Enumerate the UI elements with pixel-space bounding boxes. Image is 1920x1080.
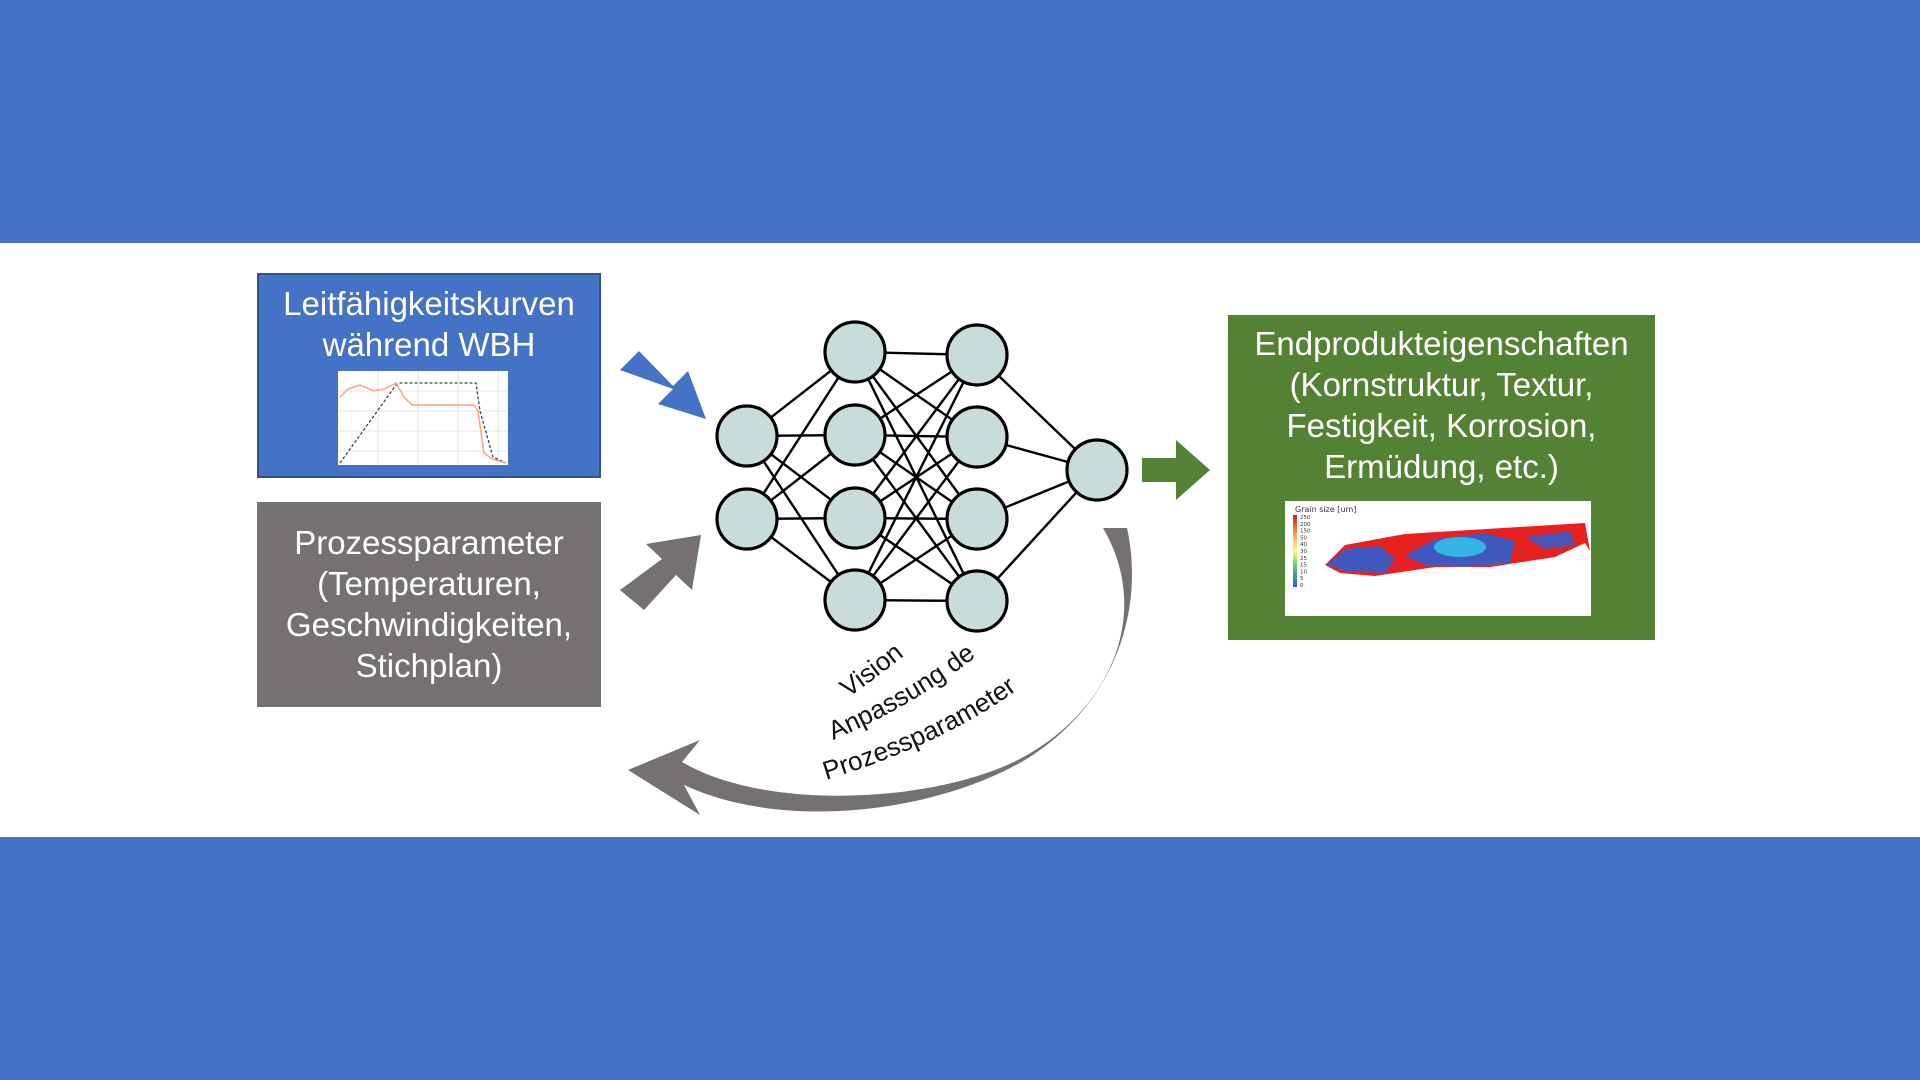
color-scale-tick: 50 — [1300, 535, 1307, 541]
network-edge — [854, 436, 978, 601]
color-scale-tick: 40 — [1300, 542, 1307, 548]
feedback-curved-arrow — [628, 528, 1132, 815]
grain-speckles — [1353, 539, 1565, 569]
network-node — [823, 486, 887, 550]
bottom-band — [0, 837, 1920, 1080]
network-node — [715, 487, 779, 551]
green-output-arrow — [1142, 440, 1210, 500]
box-line: Ermüdung, etc.) — [1324, 448, 1559, 485]
box-line: (Temperaturen, — [317, 565, 541, 602]
orange-curve — [339, 382, 507, 464]
color-scale-tick: 30 — [1300, 549, 1307, 555]
color-scale-tick: 15 — [1300, 563, 1307, 569]
network-edge — [853, 354, 979, 601]
feedback-line-1: Vision: — [0, 0, 908, 703]
network-node — [1065, 438, 1129, 502]
conductivity-curves-box: Leitfähigkeitskurven während WBH — [257, 273, 601, 478]
color-scale-tick: 25 — [1300, 556, 1307, 562]
grain-shape-blue-1 — [1327, 546, 1395, 573]
curve-plot — [338, 371, 508, 465]
box-line: Prozessparameter — [294, 524, 564, 561]
grain-size-label: Grain size [um] — [1295, 505, 1357, 514]
gray-input-arrow — [620, 535, 701, 610]
network-edge — [854, 354, 978, 519]
color-scale-tick: 150 — [1300, 529, 1311, 535]
top-band — [0, 0, 1920, 243]
network-node — [823, 568, 887, 632]
network-connections — [745, 350, 1098, 603]
color-scale-tick: 5 — [1300, 576, 1304, 582]
network-node — [945, 405, 1009, 469]
color-scale-tick: 200 — [1300, 522, 1311, 528]
box-line: während WBH — [322, 326, 536, 363]
dashed-curve — [339, 382, 507, 464]
process-parameters-box: Prozessparameter (Temperaturen, Geschwin… — [257, 502, 601, 707]
grain-shape-blue-3 — [1525, 531, 1575, 549]
grain-shape-cyan — [1434, 537, 1486, 557]
box-line: Stichplan) — [355, 647, 503, 684]
blue-input-arrow — [620, 351, 706, 419]
network-nodes — [715, 320, 1129, 633]
network-edge — [745, 351, 857, 520]
color-scale-tick: 250 — [1300, 515, 1311, 521]
box-line: Festigkeit, Korrosion, — [1286, 407, 1597, 444]
network-node — [823, 403, 887, 467]
network-node — [715, 404, 779, 468]
box-line: Endprodukteigenschaften — [1254, 325, 1629, 362]
network-node — [945, 569, 1009, 633]
color-scale-tick: 10 — [1300, 569, 1307, 575]
box-line: Leitfähigkeitskurven — [283, 285, 575, 322]
feedback-label: Vision: — [0, 0, 908, 703]
box-line: (Kornstruktur, Textur, — [1289, 366, 1594, 403]
color-scale-tick: 0 — [1300, 583, 1304, 589]
box-line: Geschwindigkeiten, — [285, 606, 573, 643]
product-properties-box: Endprodukteigenschaften (Kornstruktur, T… — [1228, 315, 1655, 640]
network-node — [945, 323, 1009, 387]
color-scale-bar — [1293, 515, 1297, 587]
network-node — [823, 320, 887, 384]
conductivity-curve-thumbnail — [338, 371, 508, 465]
network-node — [945, 487, 1009, 551]
